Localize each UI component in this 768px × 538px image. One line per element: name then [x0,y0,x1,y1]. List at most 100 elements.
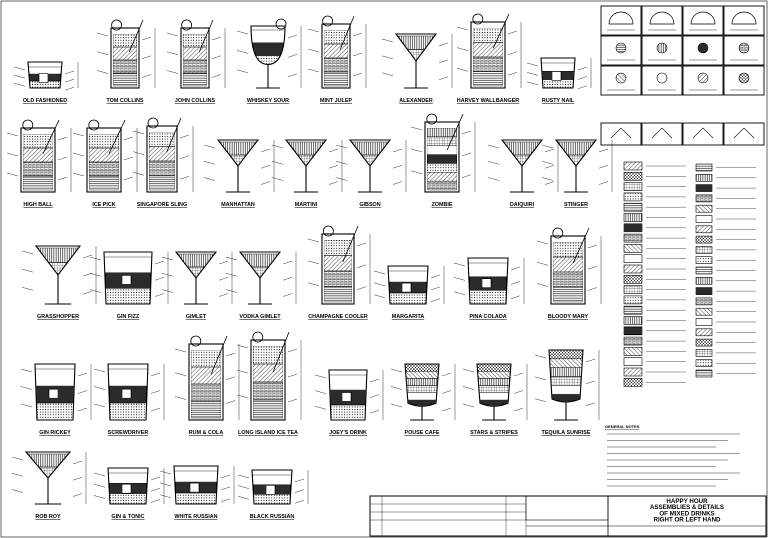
symbol-key-cell [600,5,642,36]
glass-outline [110,27,140,89]
fruit-garnish [275,18,287,30]
glass-outline [250,339,286,421]
symbol-key-cell [641,122,683,146]
fruit-garnish [190,335,202,347]
fruit-garnish [147,117,159,129]
sheet-title-line: ASSEMBLIES & DETAILS [650,504,724,511]
drink-label: JOHN COLLINS [175,98,216,104]
drink-assembly: BLACK RUSSIAN [237,469,309,520]
fruit-garnish [552,227,564,239]
glass-outline [238,251,282,279]
fruit-garnish [322,15,334,27]
drink-label: GIN RICKEY [39,430,71,436]
straw [342,225,359,263]
drink-label: GIBSON [359,202,380,208]
drink-label: MARGARITA [392,314,425,320]
drink-label: STARS & STRIPES [470,430,518,436]
drink-assembly: SCREWDRIVER [93,363,165,436]
symbol-key-cell [682,122,724,146]
hatch-swatch [695,174,713,182]
hatch-swatch [623,285,643,294]
notes-title: GENERAL NOTES [605,424,640,429]
symbol-key-cell [600,65,642,96]
drink-assembly: SINGAPORE SLING [132,117,194,208]
glass-outline [173,465,219,505]
hatch-swatch [623,274,643,284]
drink-assembly: ROB ROY [11,451,87,520]
hatch-swatch [695,349,713,357]
drink-assembly: TEQUILA SUNRISE [534,349,600,436]
drink-assembly: WHISKEY SOUR [236,18,302,104]
glass-outline [554,139,598,167]
hatch-swatch [695,359,713,368]
drink-label: RUM & COLA [189,430,224,436]
symbol-key-cell [723,5,765,36]
hatch-swatch [695,256,713,265]
ice-cube [121,483,132,494]
drink-assembly: GIN RICKEY [20,363,92,436]
hatch-swatch [695,215,713,223]
drink-assembly: HIGH BALL [6,119,72,208]
symbol-key-cell [600,35,642,66]
fruit-garnish [322,225,334,237]
fruit-garnish [181,19,193,31]
glass-outline [394,33,438,62]
drink-assembly: DAIQUIRI [487,139,559,208]
straw [492,13,510,49]
hatch-swatch [695,369,713,378]
hatch-swatch [695,246,713,254]
symbol-key-cell [723,65,765,96]
hatch-swatch [695,287,713,295]
drink-assembly: GIN FIZZ [89,251,169,320]
glass-outline [34,363,76,421]
drink-label: ROB ROY [35,514,61,520]
drink-assembly: MARGARITA [373,265,445,320]
glass-outline [467,257,509,305]
ice-cube [121,275,132,285]
drink-assembly: ZOMBIE [410,113,476,208]
hatch-swatch [623,305,643,315]
drink-label: MARTINI [295,202,318,208]
drink-assembly: PINA COLADA [453,257,525,320]
sheet-title-line: HAPPY HOUR [666,498,708,505]
fruit-garnish [111,19,122,31]
drink-label: POUSE CAFE [404,430,439,436]
hatch-swatch [695,225,713,234]
fruit-garnish [22,119,34,131]
symbol-key-grid [600,5,765,146]
drink-label: ALEXANDER [399,98,433,104]
glass-outline [470,21,506,89]
glass-outline [107,363,149,421]
ice-cube [401,282,412,293]
straw [572,227,590,264]
fruit-garnish [88,119,100,131]
glass-outline [550,235,586,305]
ice-cube [551,71,562,81]
hatch-swatch [695,266,713,275]
ice-cube [48,388,59,399]
symbol-key-cell [723,122,765,146]
symbol-key-cell [682,35,724,66]
drink-assembly: POUSE CAFE [390,363,456,436]
hatch-swatch [695,338,713,347]
glass-outline [321,23,351,89]
drink-assembly: ICE PICK [72,119,138,208]
drink-assembly: LONG ISLAND ICE TEA [236,331,302,436]
drink-label: SCREWDRIVER [108,430,149,436]
drink-assembly: VODKA GIMLET [225,251,297,320]
drink-label: RUSTY NAIL [542,98,575,104]
glass-outline [34,245,82,276]
symbol-key-cell [600,122,642,146]
ice-cube [341,392,352,402]
sheet-title-line: RIGHT OR LEFT HAND [653,517,721,524]
drink-label: WHITE RUSSIAN [174,514,217,520]
fruit-garnish [472,13,484,25]
drink-label: GIN & TONIC [111,514,144,520]
symbol-key-cell [682,5,724,36]
notes-layer: GENERAL NOTES [605,424,740,487]
drink-label: WHISKEY SOUR [247,98,289,104]
hatch-swatch [695,163,713,172]
drink-label: LONG ISLAND ICE TEA [238,430,298,436]
